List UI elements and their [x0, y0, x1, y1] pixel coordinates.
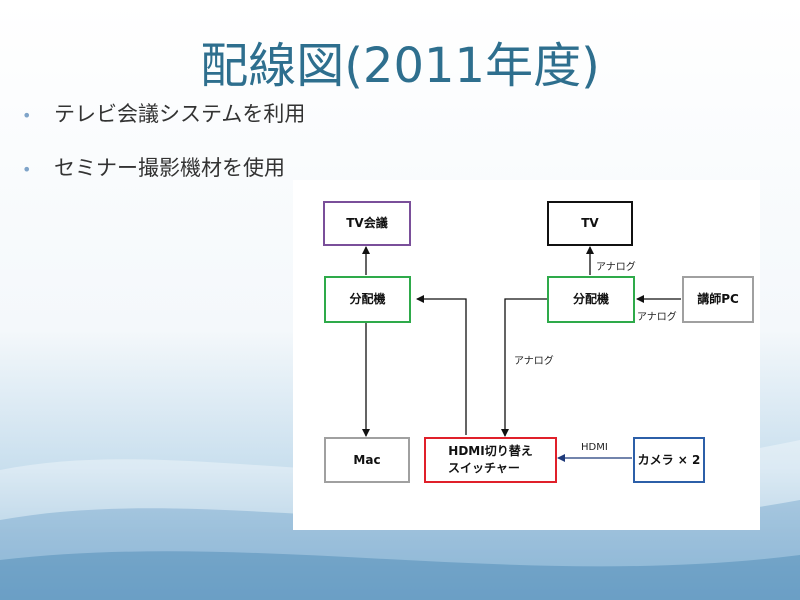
node-hdmi-switcher: HDMI切り替え スイッチャー	[424, 437, 557, 483]
node-label: TV	[581, 216, 599, 230]
node-distributor-left: 分配機	[324, 276, 411, 323]
bullet-item: • セミナー撮影機材を使用	[22, 152, 305, 206]
bullet-list: • テレビ会議システムを利用 • セミナー撮影機材を使用	[22, 98, 305, 206]
bullet-item: • テレビ会議システムを利用	[22, 98, 305, 152]
bullet-text: セミナー撮影機材を使用	[54, 156, 285, 180]
node-label-line1: HDMI切り替え	[448, 444, 533, 458]
node-label-line2: スイッチャー	[448, 461, 520, 475]
connection-lines	[362, 246, 681, 462]
bullet-dot-icon: •	[22, 106, 32, 125]
node-distributor-right: 分配機	[547, 276, 635, 323]
node-label: TV会議	[346, 216, 388, 230]
edge-label-dist-to-tv: アナログ	[596, 262, 636, 273]
wiring-diagram: TV会議 TV 分配機 分配機 講師PC Mac HDMI切り替え スイッチャー…	[293, 180, 760, 530]
edge-label-pc-to-dist: アナログ	[637, 312, 677, 323]
slide-title: 配線図(2011年度)	[200, 38, 600, 94]
node-label: Mac	[353, 452, 381, 467]
edge-switcher-to-dist-left	[416, 295, 467, 435]
node-lecturer-pc: 講師PC	[682, 276, 754, 323]
node-camera: カメラ × 2	[633, 437, 705, 483]
node-tv-conference: TV会議	[323, 201, 411, 246]
bullet-dot-icon: •	[22, 160, 32, 179]
bullet-text: テレビ会議システムを利用	[54, 102, 306, 126]
node-label: 分配機	[572, 292, 609, 306]
edge-dist-right-to-switcher	[501, 298, 547, 437]
edge-label-dist-to-switcher: アナログ	[514, 356, 554, 367]
node-label: 分配機	[349, 292, 386, 306]
node-label: カメラ × 2	[637, 452, 701, 467]
node-label: 講師PC	[697, 292, 739, 306]
edge-label-camera-to-switcher: HDMI	[581, 442, 608, 453]
node-tv: TV	[547, 201, 633, 246]
node-mac: Mac	[324, 437, 410, 483]
